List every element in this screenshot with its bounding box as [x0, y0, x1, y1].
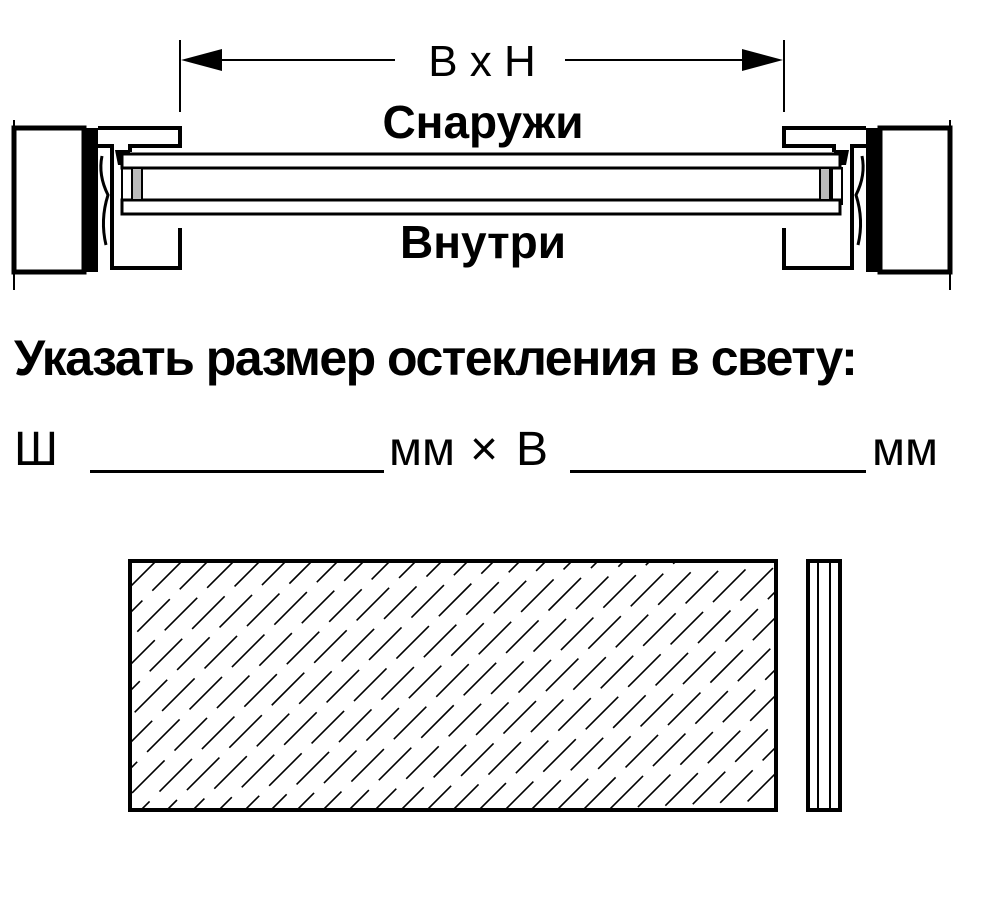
glass-hatch-line	[130, 561, 313, 745]
dimension-label: B x H	[428, 37, 536, 86]
unit-mm-1: мм	[389, 423, 455, 476]
glass-hatch-line	[660, 693, 776, 810]
glass-hatch-line	[166, 561, 417, 810]
glass-hatch-line	[270, 561, 521, 810]
glass-hatch-line	[218, 561, 469, 810]
glass-hatch-line	[686, 719, 776, 810]
unit-mm-2: мм	[872, 423, 938, 476]
right-frame-profile	[782, 120, 953, 290]
glass-hatch-line	[634, 667, 776, 810]
glass-hatch-line	[130, 561, 339, 771]
glass-hatch-line	[130, 561, 209, 641]
outside-label: Снаружи	[382, 96, 583, 148]
inside-label: Внутри	[400, 216, 566, 268]
times-sign: ×	[470, 423, 499, 476]
height-letter: В	[516, 423, 549, 476]
glass-hatch-line	[322, 561, 573, 810]
glass-hatch-line	[764, 797, 776, 810]
glass-pane-section	[120, 152, 842, 216]
glass-hatch-line	[478, 561, 729, 810]
glass-hatch-line	[130, 561, 131, 563]
glass-hatch-line	[712, 745, 776, 810]
glass-hatch-line	[400, 561, 651, 810]
glass-pane-side-view	[806, 559, 842, 812]
glass-hatch-line	[504, 561, 755, 810]
instruction-title: Указать размер остекления в свету:	[14, 330, 858, 386]
width-letter: Ш	[14, 423, 58, 476]
glass-hatch-line	[296, 561, 547, 810]
glass-hatch-line	[374, 561, 625, 810]
glass-hatch-line	[130, 561, 287, 719]
size-form: Ш мм × В мм	[14, 420, 964, 480]
height-input-line[interactable]	[570, 470, 866, 473]
glass-pane-front-view	[128, 559, 778, 812]
glass-hatch-line	[530, 563, 776, 810]
glass-hatch-line	[192, 561, 443, 810]
glass-hatch-line	[130, 561, 183, 615]
glass-hatch-line	[582, 615, 776, 810]
glass-hatch-line	[426, 561, 677, 810]
glass-hatch-line	[130, 561, 157, 589]
glass-hatch-line	[348, 561, 599, 810]
glass-hatch-line	[130, 561, 235, 667]
width-input-line[interactable]	[90, 470, 384, 473]
glass-hatch-line	[130, 561, 261, 693]
arrow-right-icon	[742, 49, 783, 71]
glass-hatch-line	[556, 589, 776, 810]
glass-hatch-line	[130, 561, 365, 797]
dimension-indicator	[179, 40, 785, 112]
glass-hatch-line	[452, 561, 703, 810]
glass-hatch-line	[608, 641, 776, 810]
arrow-left-icon	[181, 49, 222, 71]
glass-hatch-line	[244, 561, 495, 810]
glass-hatch-line	[140, 561, 391, 810]
